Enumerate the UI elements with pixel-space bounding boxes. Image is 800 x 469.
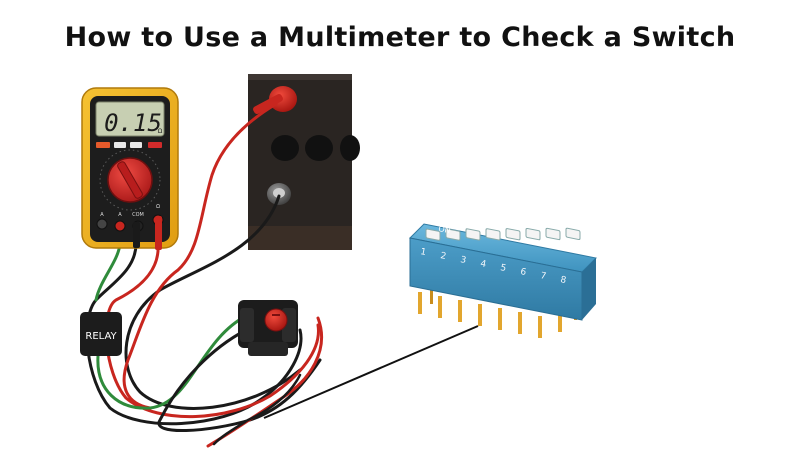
port-label: A [100,212,104,218]
dip-toggle[interactable] [565,227,581,240]
knob-pointer [117,161,143,199]
black-wire [124,194,302,410]
red-wire [122,102,278,410]
switch-button[interactable] [264,308,288,332]
meter-button[interactable] [114,142,126,148]
dip-toggle[interactable] [505,228,521,241]
dip-number: 3 [459,255,467,266]
dip-pin [498,308,502,330]
port-jack[interactable] [114,220,126,232]
dial-scale [99,149,161,211]
dip-pin [438,296,442,318]
dip-number: 2 [439,251,447,262]
green-wire-bottom [96,314,248,410]
meter-button[interactable] [130,142,142,148]
dip-pin [430,288,433,304]
meter-button[interactable] [148,142,162,148]
dip-pin [478,304,482,326]
dip-number: 1 [419,247,427,258]
page-title: How to Use a Multimeter to Check a Switc… [64,22,736,53]
dip-toggle[interactable] [465,228,481,241]
dip-numbers: 1 2 3 4 5 6 7 8 [419,247,567,286]
multimeter: 0.15 Ω A A COM Ω [81,87,179,249]
meter-reading: 0.15 [104,109,162,137]
black-probe-plug [133,222,140,248]
black-lead-bottom [212,373,302,446]
dip-side-face [582,258,596,320]
battery-cell-cap [305,135,333,161]
relay-label: RELAY [85,331,117,342]
rocker-switch [238,300,298,356]
dip-pin [418,292,422,314]
red-probe-tip [253,94,283,114]
red-probe-plug [155,216,162,250]
green-wire-top [94,242,122,302]
dip-on-label: ON [438,224,452,235]
dip-pin [538,316,542,338]
dip-toggles [425,227,581,241]
relay-body [80,312,122,356]
dip-number: 4 [479,259,487,270]
battery-cell-cap [271,135,299,161]
black-wire-loop [157,328,322,433]
dip-number: 7 [539,271,547,282]
port-label: A [118,212,122,218]
dip-toggle[interactable] [425,228,441,241]
battery-base [248,226,352,250]
dip-pin [558,312,562,332]
port-jack[interactable] [96,218,108,230]
wires [85,102,324,448]
dip-toggle[interactable] [485,228,501,241]
dip-number: 6 [519,267,527,278]
ohm-wire [104,242,320,419]
dip-number: 5 [499,263,507,274]
battery-top-edge [248,74,352,80]
switch-connector [248,342,288,356]
relay: RELAY [80,312,122,356]
dip-toggle[interactable] [445,228,461,241]
com-wire [85,242,303,426]
meter-lcd [95,101,165,137]
dip-toggle[interactable] [545,227,561,241]
meter-button[interactable] [96,142,110,148]
dip-pin [518,312,522,334]
switch-button-mark [272,314,280,316]
dip-pin [458,300,462,322]
switch-clip [240,308,254,342]
dip-toggle[interactable] [525,227,541,241]
meter-unit: Ω [158,128,163,135]
dip-number: 8 [559,275,567,286]
port-label: COM [132,212,144,218]
pointer-line [263,325,479,419]
port-label: Ω [156,204,160,210]
battery-cell-cap [340,135,360,161]
dip-switch: ON 1 2 3 4 5 6 7 8 [408,223,598,338]
battery-negative-post [273,188,285,198]
